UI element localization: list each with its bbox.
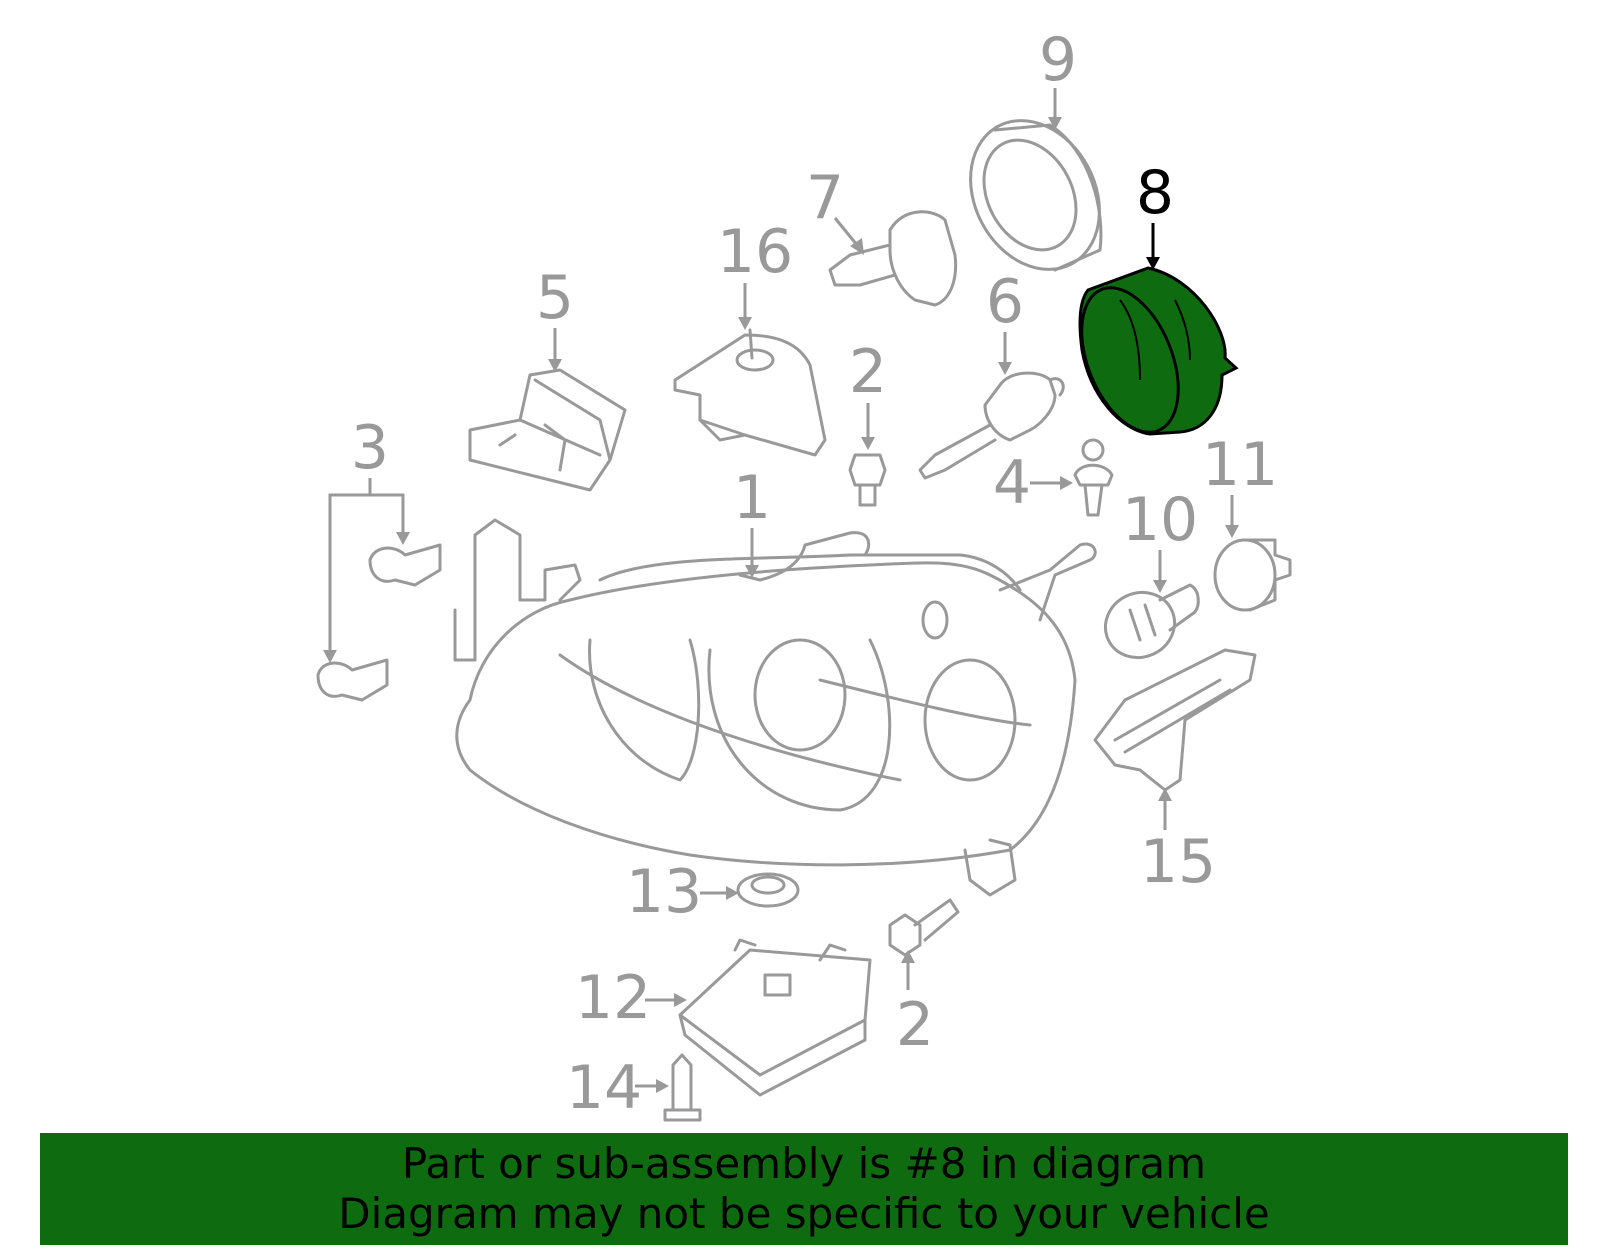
svg-text:16: 16 (717, 217, 793, 287)
info-banner: Part or sub-assembly is #8 in diagram Di… (40, 1133, 1568, 1245)
callout-4: 4 (993, 448, 1073, 518)
part-11-socket (1213, 538, 1292, 612)
callout-9: 9 (1039, 25, 1077, 130)
svg-text:3: 3 (351, 413, 389, 483)
svg-text:8: 8 (1136, 158, 1174, 228)
svg-text:4: 4 (993, 448, 1031, 518)
part-13-grommet (736, 872, 800, 908)
part-12-ballast (678, 938, 872, 1097)
svg-text:11: 11 (1202, 430, 1278, 500)
callout-11: 11 (1202, 430, 1278, 538)
part-9-ring-seal (969, 119, 1103, 272)
callout-8-highlighted: 8 (1136, 158, 1174, 270)
svg-text:15: 15 (1140, 827, 1216, 897)
callout-13: 13 (626, 857, 739, 927)
svg-text:2: 2 (849, 337, 887, 407)
part-5-bracket (468, 368, 627, 492)
part-2-bolt-lower (888, 898, 960, 957)
part-16-igniter (673, 328, 827, 457)
svg-text:6: 6 (986, 267, 1024, 337)
part-7-bulb (828, 210, 958, 307)
svg-text:5: 5 (536, 263, 574, 333)
part-6-bulb (918, 371, 1065, 480)
svg-text:12: 12 (575, 963, 651, 1033)
callout-6: 6 (986, 267, 1024, 375)
part-1-headlamp-assembly (453, 518, 1097, 897)
callout-1: 1 (733, 463, 771, 578)
svg-text:10: 10 (1122, 485, 1198, 555)
svg-text:14: 14 (566, 1053, 642, 1123)
banner-line-1: Part or sub-assembly is #8 in diagram (401, 1139, 1207, 1188)
part-14-screw (663, 1053, 702, 1122)
callout-15: 15 (1140, 788, 1216, 897)
callout-12: 12 (575, 963, 687, 1033)
callout-3: 3 (323, 413, 410, 663)
svg-text:2: 2 (896, 990, 934, 1060)
part-15-bracket (1093, 648, 1257, 792)
part-8-cover-highlighted (1078, 266, 1239, 436)
svg-text:13: 13 (626, 857, 702, 927)
part-4-push-clip (1073, 438, 1114, 517)
callout-5: 5 (536, 263, 574, 372)
part-3-clips (316, 543, 442, 702)
svg-text:9: 9 (1039, 25, 1077, 95)
callout-14: 14 (566, 1053, 669, 1123)
banner-line-2: Diagram may not be specific to your vehi… (338, 1189, 1270, 1238)
part-2-bolt-upper (848, 453, 887, 507)
callout-16: 16 (717, 217, 793, 330)
callout-2-upper: 2 (849, 337, 887, 450)
svg-text:1: 1 (733, 463, 771, 533)
callout-2-lower: 2 (896, 950, 934, 1060)
callout-7: 7 (806, 163, 864, 255)
part-10-bulb (1104, 583, 1200, 660)
callout-10: 10 (1122, 485, 1198, 593)
